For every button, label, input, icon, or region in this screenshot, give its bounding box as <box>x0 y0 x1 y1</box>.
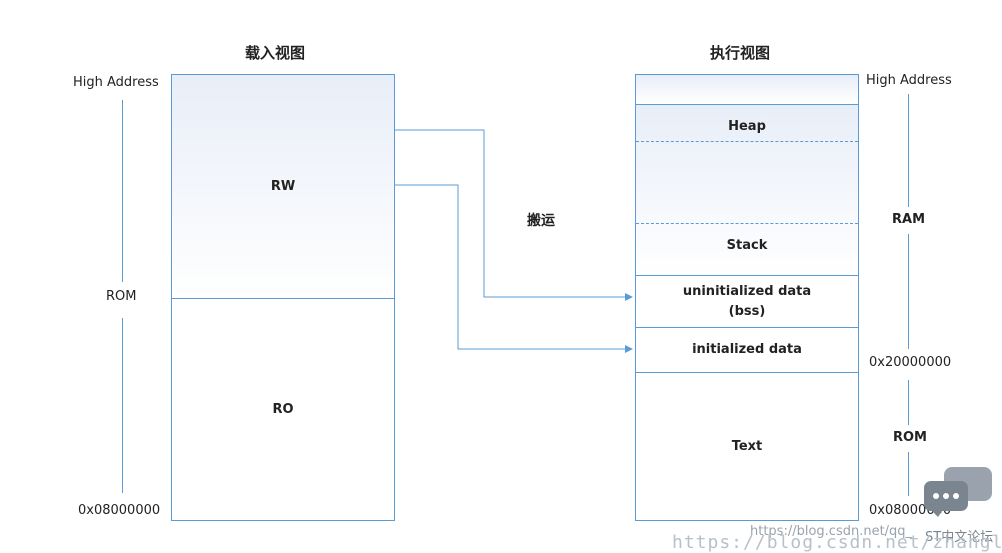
load-base-address-label: 0x08000000 <box>78 503 161 518</box>
ram-label: RAM <box>892 212 926 227</box>
bss-label: uninitialized data (bss) <box>682 283 812 319</box>
initialized-data-label: initialized data <box>692 342 802 357</box>
load-high-address-label: High Address <box>73 75 159 90</box>
exec-rom-label: ROM <box>893 430 927 445</box>
ram-axis-top <box>908 94 909 207</box>
chat-bubble-icon <box>924 467 994 517</box>
exec-top-region <box>636 75 858 105</box>
text-label: Text <box>731 439 763 454</box>
rw-to-bss-arrow <box>395 129 633 301</box>
stack-divider <box>636 223 858 224</box>
exec-view-title: 执行视图 <box>709 44 770 62</box>
watermark-url-line2: https://blog.csdn.net/zhangliang <box>672 532 1002 553</box>
rw-label: RW <box>270 179 296 194</box>
watermark-badge-text: ST中文论坛 <box>925 530 994 545</box>
initialized-data-region: initialized data <box>636 328 858 373</box>
ram-axis-bottom <box>908 234 909 349</box>
heap-label: Heap <box>728 119 766 134</box>
load-view-title: 载入视图 <box>244 44 305 62</box>
rom-axis-bottom <box>908 452 909 496</box>
exec-high-address-label: High Address <box>866 73 952 88</box>
load-view-box: RW RO <box>171 74 395 521</box>
heap-divider <box>636 141 858 142</box>
rw-region: RW <box>172 75 394 299</box>
rom-axis-top <box>908 380 909 425</box>
stack-label: Stack <box>726 238 768 253</box>
watermark-url-line1: https://blog.csdn.net/qq_ <box>750 524 913 539</box>
ram-base-address-label: 0x20000000 <box>869 355 952 370</box>
heap-stack-region: Heap Stack <box>636 105 858 276</box>
transfer-label: 搬运 <box>527 213 555 229</box>
load-address-axis-bottom <box>122 318 123 493</box>
rw-to-data-arrow <box>395 184 633 353</box>
load-address-axis-top <box>122 100 123 282</box>
exec-view-box: Heap Stack uninitialized data (bss) init… <box>635 74 859 521</box>
ro-region: RO <box>172 299 394 520</box>
bss-region: uninitialized data (bss) <box>636 276 858 328</box>
load-rom-label: ROM <box>106 289 137 304</box>
ro-label: RO <box>272 402 294 417</box>
text-region: Text <box>636 373 858 520</box>
